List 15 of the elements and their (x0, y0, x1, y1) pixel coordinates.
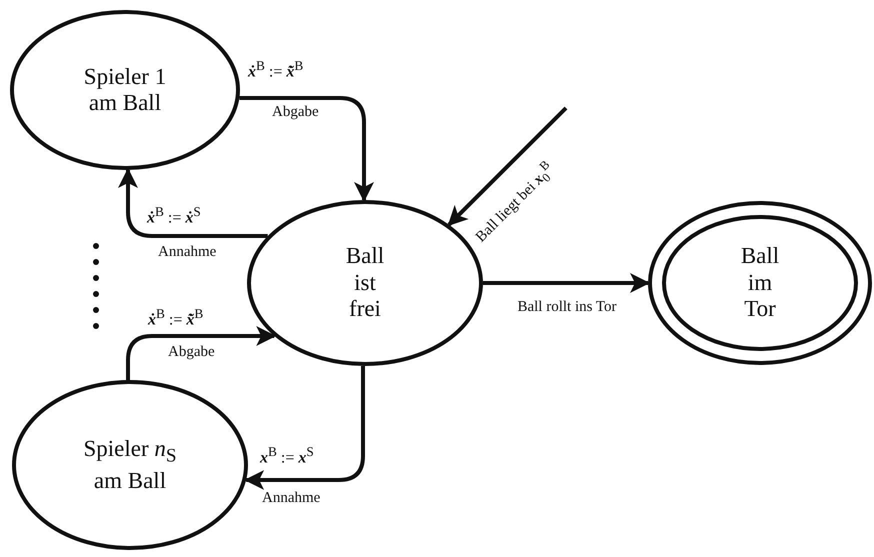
transition-arrow (448, 106, 568, 226)
state-label: Ball im Tor (740, 243, 780, 323)
transition-name: Abgabe (168, 344, 215, 360)
transition-name: Abgabe (272, 104, 319, 120)
transition-arrow (118, 168, 268, 238)
transition-arrow (483, 273, 650, 293)
state-label: Ball ist frei (344, 243, 386, 323)
state-ellipse (12, 380, 248, 550)
transition-arrow (244, 366, 365, 490)
transition-arrow (126, 326, 276, 380)
state-label: Spieler n$_{S}$ am Ball (82, 436, 178, 494)
state-ellipse (10, 10, 240, 170)
final-state-ellipse (648, 201, 872, 365)
state-label: Spieler 1 am Ball (82, 64, 168, 116)
transition-arrow (239, 96, 374, 202)
